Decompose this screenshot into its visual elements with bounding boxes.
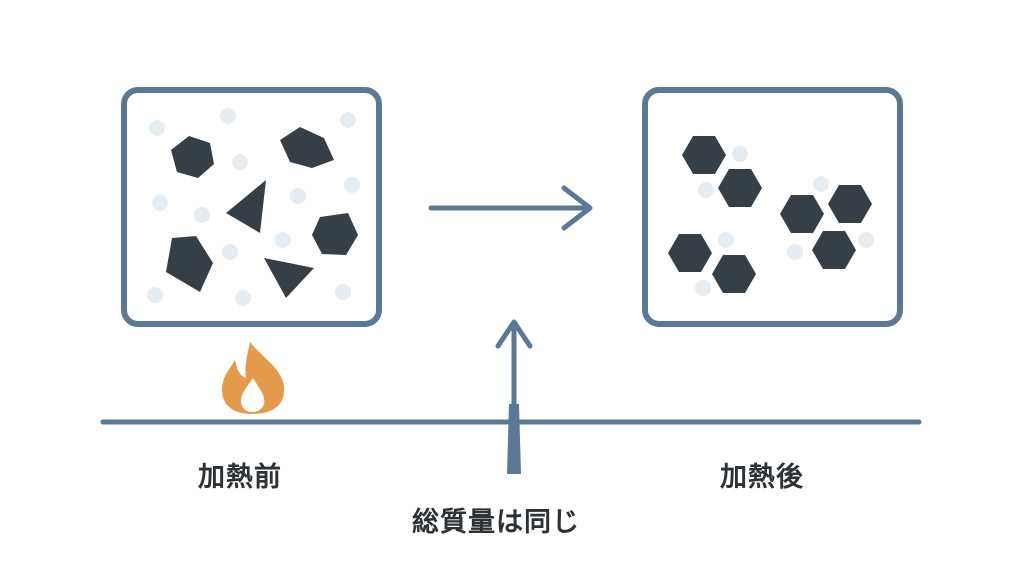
label-after-heating: 加熱後 <box>720 462 804 493</box>
small-particle <box>813 176 829 192</box>
small-particle <box>695 280 711 296</box>
small-particle <box>290 188 306 204</box>
small-particle <box>344 177 360 193</box>
large-particle <box>312 213 358 255</box>
before-box <box>121 87 382 327</box>
small-particle <box>698 182 714 198</box>
large-particle <box>166 236 213 292</box>
small-particle <box>149 120 165 136</box>
small-particle <box>732 146 748 162</box>
small-particle <box>194 207 210 223</box>
hexagon-particle <box>828 185 872 223</box>
small-particle <box>787 244 803 260</box>
after-small-particles <box>695 146 874 296</box>
before-large-particles <box>166 127 358 298</box>
hexagon-particle <box>668 234 712 272</box>
small-particle <box>335 284 351 300</box>
small-particle <box>275 232 291 248</box>
small-particle <box>222 244 238 260</box>
flame-icon <box>222 342 285 414</box>
hexagon-particle <box>712 255 756 293</box>
small-particle <box>220 108 236 124</box>
small-particle <box>147 287 163 303</box>
label-total-mass-same: 総質量は同じ <box>412 507 580 538</box>
hexagon-particle <box>812 231 856 269</box>
small-particle <box>340 112 356 128</box>
right-arrow-icon <box>428 185 593 231</box>
after-box <box>642 87 903 327</box>
small-particle <box>718 232 734 248</box>
small-particle <box>858 232 874 248</box>
before-small-particles <box>147 108 360 306</box>
hexagon-particle <box>682 136 726 174</box>
large-particle <box>171 136 214 178</box>
large-particle <box>226 180 266 233</box>
label-before-heating: 加熱前 <box>198 462 282 493</box>
after-large-particles <box>668 136 872 293</box>
small-particle <box>232 154 248 170</box>
up-arrow-icon <box>495 319 533 474</box>
large-particle <box>280 127 334 168</box>
small-particle <box>152 195 168 211</box>
small-particle <box>235 290 251 306</box>
hexagon-particle <box>780 195 824 233</box>
large-particle <box>264 258 314 298</box>
hexagon-particle <box>718 169 762 207</box>
